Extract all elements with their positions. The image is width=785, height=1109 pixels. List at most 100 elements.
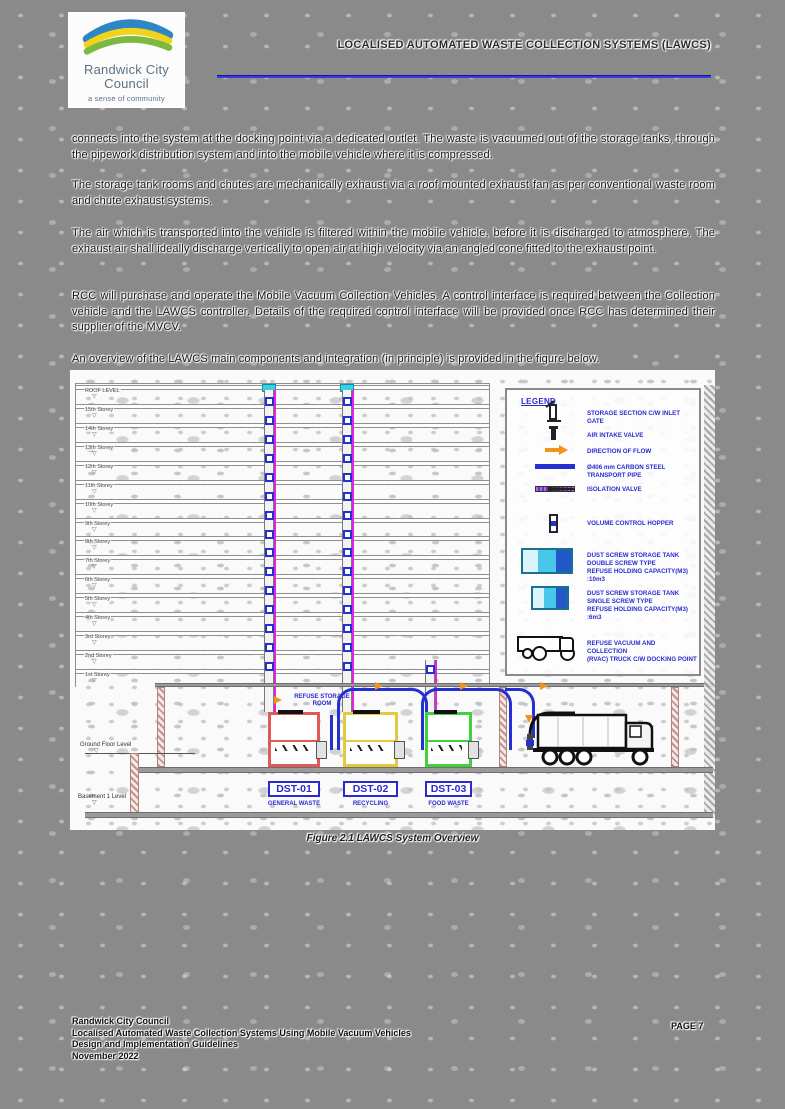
level-marker-icon: ▽ bbox=[92, 564, 97, 571]
storey-label: ROOF LEVEL bbox=[84, 388, 121, 394]
document-header-title: LOCALISED AUTOMATED WASTE COLLECTION SYS… bbox=[337, 39, 711, 51]
floor-slab-line bbox=[76, 536, 489, 542]
page-number: PAGE 7 bbox=[671, 1021, 704, 1031]
level-marker-icon: ▽ bbox=[92, 583, 97, 590]
tank-inlet-header bbox=[277, 710, 304, 714]
chute-inlet-gate bbox=[265, 453, 274, 463]
level-marker-icon: ▽ bbox=[92, 488, 97, 495]
floor-slab-line bbox=[76, 574, 489, 580]
storey-label: 13th Storey bbox=[84, 444, 115, 451]
legend-item: ISOLATION VALVE bbox=[507, 486, 699, 496]
legend-item-label: Ø406 mm CARBON STEEL TRANSPORT PIPE bbox=[587, 464, 666, 479]
legend-item-label: AIR INTAKE VALVE bbox=[587, 432, 644, 439]
legend: LEGEND STORAGE SECTION C/W INLET GATE AIR… bbox=[505, 388, 701, 676]
floor-slab-line bbox=[76, 517, 489, 523]
chute-inlet-gate bbox=[343, 605, 352, 615]
floor-slab-line bbox=[76, 555, 489, 561]
storey-label: 10th Storey bbox=[84, 501, 115, 508]
site-boundary-hatch bbox=[704, 385, 715, 818]
floor-slab-line bbox=[76, 593, 489, 599]
storey-label: 15th Storey bbox=[84, 406, 115, 413]
storage-tank-dst-02 bbox=[343, 710, 405, 767]
chute-inlet-gate bbox=[343, 643, 352, 653]
council-logo: Randwick City Council a sense of communi… bbox=[68, 12, 185, 108]
chute-inlet-gate bbox=[265, 491, 274, 501]
legend-item: DUST SCREW STORAGE TANK SINGLE SCREW TYP… bbox=[507, 586, 699, 621]
floor-slab-line bbox=[76, 422, 489, 428]
legend-item-label: DIRECTION OF FLOW bbox=[587, 448, 652, 455]
storey-label: 2nd Storey bbox=[84, 653, 113, 660]
chute-inlet-gate bbox=[343, 586, 352, 596]
floor-slab-line bbox=[76, 385, 489, 390]
storage-tank-dst-01 bbox=[268, 710, 327, 767]
storey-label: 7th Storey bbox=[84, 558, 112, 565]
storey-label: 14th Storey bbox=[84, 425, 115, 432]
level-marker-icon: ▽ bbox=[92, 640, 97, 647]
level-marker-icon: ▽ bbox=[92, 677, 97, 684]
level-marker-icon: ▽ bbox=[92, 412, 97, 419]
tank-waste-type-label: FOOD WASTE bbox=[428, 801, 469, 807]
refuse-storage-room-label: REFUSE STORAGE ROOM bbox=[294, 694, 350, 707]
tank-mid-line bbox=[346, 740, 395, 743]
level-marker-icon: ▽ bbox=[92, 659, 97, 666]
paragraph-2: The storage tank rooms and chutes are me… bbox=[72, 179, 715, 207]
footer-line-4: November 2022 bbox=[72, 1050, 139, 1061]
footer: Randwick City Council Localised Automate… bbox=[72, 1016, 411, 1062]
storage-section-inlet-gate-icon bbox=[547, 404, 561, 422]
floor-slab-line bbox=[76, 498, 489, 504]
tank-inlet-header bbox=[434, 710, 457, 714]
chute-inlet-gate bbox=[265, 510, 274, 520]
air-intake-valve-icon bbox=[549, 426, 558, 440]
tank-waste-type-label: GENERAL WASTE bbox=[267, 801, 321, 807]
chute-inlet-gate bbox=[265, 397, 274, 406]
chute-inlet-gate bbox=[265, 624, 274, 634]
ground-floor-level-label: Ground Floor Level ▽ bbox=[80, 742, 131, 754]
basement-floor-slab bbox=[85, 812, 713, 818]
chute-inlet-gate bbox=[343, 397, 352, 406]
legend-item-label: REFUSE VACUUM AND COLLECTION (RVAC) TRUC… bbox=[587, 640, 697, 663]
level-marker-icon: ▽ bbox=[92, 450, 97, 457]
flow-arrow-icon bbox=[375, 682, 383, 690]
chute-inlet-gate bbox=[343, 510, 352, 520]
legend-title: LEGEND bbox=[521, 397, 557, 406]
chute-inlet-gate bbox=[265, 529, 274, 539]
chute-inlet-gate bbox=[265, 567, 274, 577]
paragraph-1: connects into the system at the docking … bbox=[72, 133, 715, 161]
floor-slab-line bbox=[76, 441, 489, 447]
legend-item: REFUSE VACUUM AND COLLECTION (RVAC) TRUC… bbox=[507, 636, 699, 663]
tank-outlet-valve bbox=[316, 741, 327, 759]
chute-inlet-gate bbox=[343, 529, 352, 539]
floor-slab-line bbox=[76, 668, 489, 674]
double-screw-tank-icon bbox=[521, 548, 573, 574]
legend-item-label: STORAGE SECTION C/W INLET GATE bbox=[587, 410, 681, 425]
tank-mid-line bbox=[271, 740, 317, 743]
paragraph-4: RCC will purchase and operate the Mobile… bbox=[72, 290, 715, 333]
volume-control-hopper-icon bbox=[549, 514, 558, 533]
floor-slab-line bbox=[76, 460, 489, 466]
storey-label: 11th Storey bbox=[84, 482, 114, 489]
paragraph-5: An overview of the LAWCS main components… bbox=[72, 353, 600, 365]
chute-inlet-gate bbox=[343, 472, 352, 482]
storey-label: 3rd Storey bbox=[84, 634, 112, 641]
tank-id-label: DST-02 bbox=[343, 781, 398, 797]
level-marker-icon: ▽ bbox=[92, 526, 97, 533]
wall-column bbox=[671, 687, 679, 767]
chute-inlet-gate bbox=[265, 472, 274, 482]
floor-slab-line bbox=[76, 650, 489, 656]
chute-inlet-gate bbox=[426, 665, 435, 674]
header-rule bbox=[217, 75, 711, 78]
basement-wall bbox=[130, 753, 139, 815]
ground-floor-level-text: Ground Floor Level bbox=[80, 742, 132, 748]
floor-slab-line bbox=[76, 631, 489, 637]
logo-tagline: a sense of community bbox=[88, 94, 165, 103]
transport-pipe bbox=[505, 688, 535, 738]
chute-inlet-gate bbox=[343, 662, 352, 672]
logo-waves-icon bbox=[82, 19, 173, 55]
storage-tank-dst-03 bbox=[425, 710, 479, 767]
chute-inlet-gate bbox=[343, 415, 352, 425]
ground-floor-ceiling-slab bbox=[155, 683, 713, 687]
level-marker-icon: ▽ bbox=[92, 621, 97, 628]
chute-inlet-gate bbox=[265, 415, 274, 425]
flow-arrow-icon bbox=[540, 682, 548, 690]
floor-slab-line bbox=[76, 403, 489, 409]
